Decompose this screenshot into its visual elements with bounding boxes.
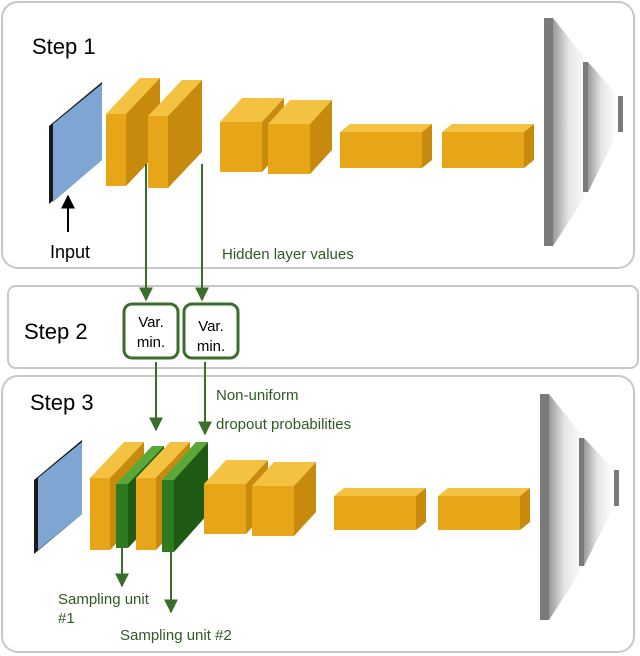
sampling-unit-1-number: #1 [58,610,75,627]
var-min-2-line1: Var. [198,318,224,335]
step2-title: Step 2 [24,319,88,344]
classifier-head-1 [544,18,623,246]
var-min-1-line2: min. [137,334,165,351]
var-min-box-2: Var. min. [182,302,240,360]
non-uniform-label: Non-uniform [216,387,299,404]
conv-layer-5 [340,124,432,168]
conv-layer-6 [442,124,534,168]
conv-layer-3-step3 [204,460,268,534]
step3-title: Step 3 [30,390,94,415]
classifier-head-3 [540,394,619,620]
conv-layer-6-step3 [438,488,530,530]
dropout-probabilities-label: dropout probabilities [216,416,351,433]
step1-network: Input Hidden layer values [49,18,623,263]
step3-network: Sampling unit #1 Sampling unit #2 [34,394,619,644]
conv-layer-4 [268,100,332,174]
sampling-unit-1-label: Sampling unit [58,591,150,608]
var-min-1-line1: Var. [138,314,164,331]
input-layer [49,82,102,204]
conv-layer-5-step3 [334,488,426,530]
dropout-mask-2 [162,442,208,552]
step3-panel [1,375,635,653]
var-min-box-1: Var. min. [122,302,180,360]
input-label: Input [50,242,90,262]
step1-title: Step 1 [32,34,96,59]
conv-layer-4-step3 [252,462,316,536]
sampling-unit-2-label: Sampling unit #2 [120,627,232,644]
input-layer-step3 [34,440,82,554]
conv-layer-2 [148,80,202,188]
conv-layer-3 [220,98,284,172]
step2-panel [7,285,639,369]
var-min-2-line2: min. [197,338,225,355]
hidden-layer-values-label: Hidden layer values [222,246,354,263]
